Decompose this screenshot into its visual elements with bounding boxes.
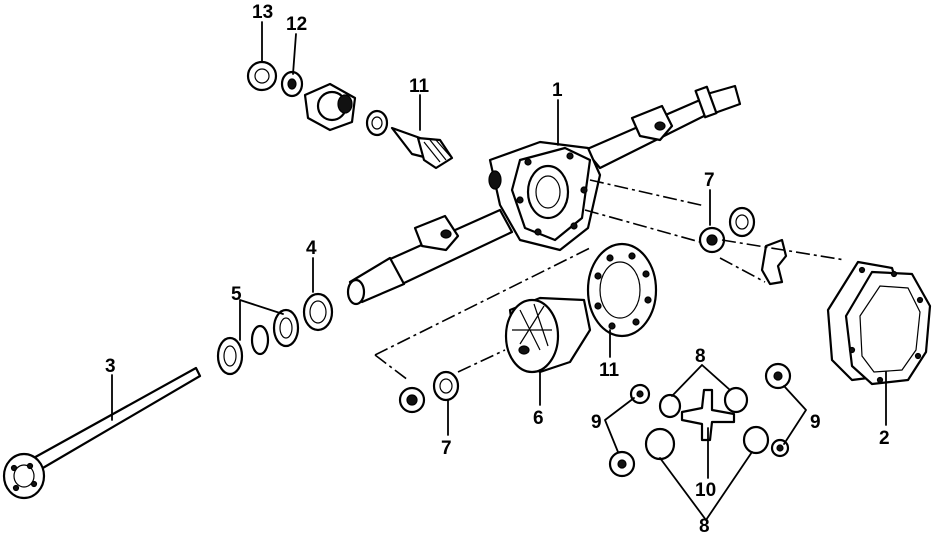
side-bearing-right	[698, 206, 756, 254]
callout-7-right: 7	[704, 170, 715, 191]
callout-11-ring-gear: 11	[599, 360, 620, 381]
bearing-race	[250, 324, 270, 356]
shim-clip	[760, 238, 788, 286]
axle-seal	[302, 292, 334, 332]
callout-9-right: 9	[810, 412, 821, 433]
callout-10: 10	[695, 480, 716, 501]
callout-3: 3	[105, 356, 116, 377]
pinion-shaft-cross	[680, 388, 736, 442]
callout-labels: 1 2 3 4 5 6 7 7 8 8 9 9 10 11 11 12 13	[105, 2, 890, 536]
callout-1: 1	[552, 80, 563, 101]
differential-case	[504, 296, 592, 374]
callout-4: 4	[306, 238, 317, 259]
callout-6: 6	[533, 408, 544, 429]
callout-8-bottom: 8	[699, 516, 710, 536]
axle-bearing	[216, 336, 244, 376]
pinion-bearing	[365, 109, 389, 137]
pinion-yoke	[303, 82, 357, 132]
assembly-lines	[374, 179, 846, 381]
axle-shaft	[2, 366, 202, 500]
leader-lines	[111, 21, 887, 521]
thrust-washer	[608, 362, 792, 478]
pinion-gear-small	[644, 386, 770, 461]
ring-gear	[586, 242, 658, 338]
callout-5: 5	[231, 284, 242, 305]
callout-8-top: 8	[695, 346, 706, 367]
callout-2: 2	[879, 428, 890, 449]
differential-cover	[826, 260, 932, 386]
callout-12: 12	[286, 14, 307, 35]
callout-7-left: 7	[441, 438, 452, 459]
axle-bearing-outer	[272, 308, 300, 348]
pinion-nut	[246, 60, 278, 92]
axle-housing	[346, 84, 742, 306]
callout-11-pinion: 11	[409, 76, 430, 97]
side-bearing-left	[398, 370, 460, 414]
drive-pinion-gear	[390, 126, 454, 170]
pinion-washer	[280, 70, 304, 98]
callout-13: 13	[252, 2, 273, 23]
callout-9-left: 9	[591, 412, 602, 433]
